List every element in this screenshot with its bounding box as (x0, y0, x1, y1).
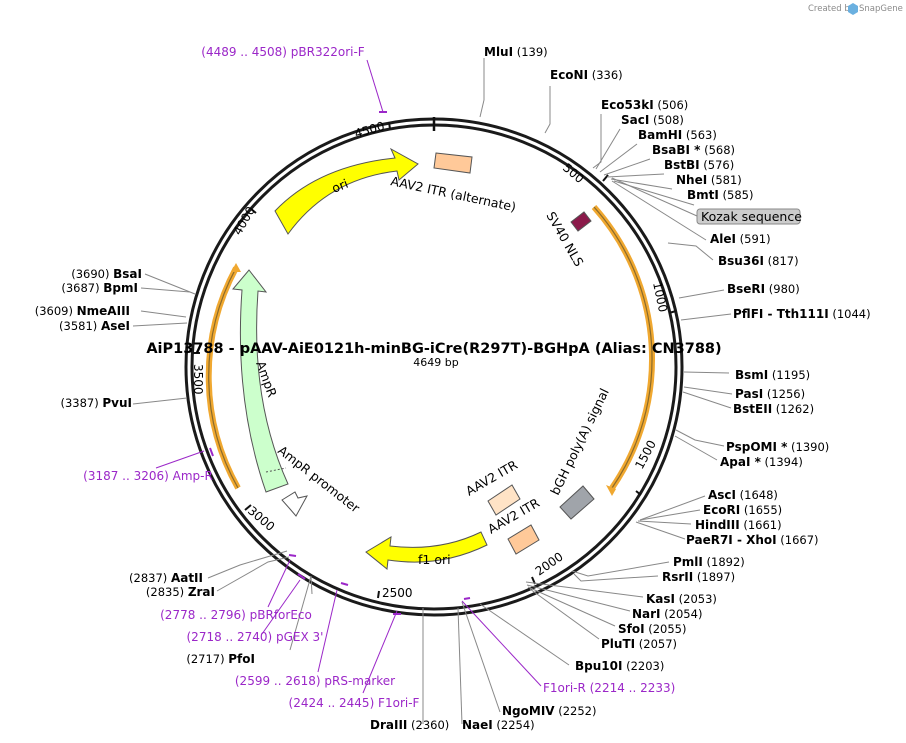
kozak-label: Kozak sequence (701, 209, 802, 224)
enzyme-site[interactable]: (3690) BsaI (71, 267, 142, 281)
itr2-feature (507, 524, 540, 555)
primer-site[interactable]: (2778 .. 2796) pBRforEco (160, 608, 312, 622)
primer-site[interactable]: F1ori-R (2214 .. 2233) (543, 681, 675, 695)
enzyme-site[interactable]: PasI (1256) (735, 387, 805, 401)
enzyme-site[interactable]: PaeR7I - XhoI (1667) (686, 533, 819, 547)
primer-labels: (4489 .. 4508) pBR322ori-F (3187 .. 3206)… (83, 45, 675, 710)
enzyme-leaders (132, 58, 733, 725)
plasmid-length: 4649 bp (413, 356, 458, 369)
tick-label-3500: 3500 (191, 364, 205, 395)
enhancer-arrowhead (231, 263, 241, 272)
primer-site[interactable]: (2599 .. 2618) pRS-marker (235, 674, 395, 688)
enzyme-site[interactable]: PspOMI * (1390) (726, 440, 829, 454)
enzyme-site[interactable]: (2835) ZraI (146, 585, 215, 599)
enhancer-line (208, 267, 239, 489)
enzyme-site[interactable]: EcoRI (1655) (703, 503, 782, 517)
enzyme-site[interactable]: NheI (581) (676, 173, 742, 187)
enzyme-site[interactable]: RsrII (1897) (662, 570, 735, 584)
primer-site[interactable]: (2424 .. 2445) F1ori-F (289, 696, 420, 710)
ori-label: ori (330, 176, 351, 196)
tick-label-2500: 2500 (382, 586, 413, 600)
tick-label-1000: 1000 (650, 281, 670, 314)
enzyme-site[interactable]: (3687) BpmI (61, 281, 138, 295)
snapgene-logo (848, 3, 858, 15)
bgh-feature (559, 485, 595, 520)
brand-text: SnapGene (859, 4, 903, 14)
enzyme-site[interactable]: HindIII (1661) (695, 518, 782, 532)
primer-marks (209, 111, 471, 615)
icre-arrowhead (606, 485, 616, 496)
f1-ori-feature (365, 531, 488, 570)
enzyme-site[interactable]: PflFI - Tth111I (1044) (733, 307, 871, 321)
itr-alt-feature (433, 152, 473, 174)
enzyme-site[interactable]: BstEII (1262) (733, 402, 814, 416)
enzyme-site[interactable]: PluTI (2057) (601, 637, 677, 651)
enzyme-site[interactable]: Bpu10I (2203) (575, 659, 664, 673)
enzyme-site[interactable]: KasI (2053) (646, 592, 717, 606)
enzyme-site[interactable]: SacI (508) (621, 113, 684, 127)
enzyme-site[interactable]: PmlI (1892) (673, 555, 745, 569)
itr1-feature (487, 484, 521, 516)
ampr-promoter-feature (281, 491, 308, 517)
enzyme-site[interactable]: Bsu36I (817) (718, 254, 799, 268)
primer-leaders (155, 59, 542, 694)
enzyme-site[interactable]: BsmI (1195) (735, 368, 810, 382)
sv40-feature (570, 211, 592, 232)
ampr-boundary (265, 467, 287, 473)
enzyme-site[interactable]: (2717) PfoI (186, 652, 255, 666)
enzyme-site[interactable]: AleI (591) (710, 232, 771, 246)
enzyme-site[interactable]: ApaI * (1394) (720, 455, 803, 469)
tick-label-3000: 3000 (245, 504, 277, 534)
itr-alt-label: AAV2 ITR (alternate) (389, 173, 517, 214)
kozak-box[interactable] (696, 208, 801, 225)
enzyme-site[interactable]: EcoNI (336) (550, 68, 623, 82)
enzyme-site[interactable]: NgoMIV (2252) (502, 704, 596, 718)
enzyme-site[interactable]: SfoI (2055) (618, 622, 686, 636)
bgh-label: bGH poly(A) signal (547, 386, 612, 497)
credit-text: Created by (808, 4, 855, 14)
enzyme-site[interactable]: BamHI (563) (638, 128, 717, 142)
tick-label-4500: 4500 (353, 119, 386, 141)
enzyme-site[interactable]: DraIII (2360) (370, 718, 449, 732)
enzyme-site[interactable]: (2837) AatII (129, 571, 203, 585)
enzyme-site[interactable]: (3581) AseI (59, 319, 130, 333)
enzyme-labels: MluI (139)EcoNI (336) Eco53kI (506)SacI (… (35, 45, 871, 732)
enzyme-site[interactable]: BsaBI * (568) (652, 143, 735, 157)
enzyme-site[interactable]: NaeI (2254) (462, 718, 535, 732)
enzyme-site[interactable]: AscI (1648) (708, 488, 778, 502)
enzyme-site[interactable]: (3609) NmeAIII (35, 304, 130, 318)
f1-ori-label: f1 ori (418, 552, 451, 567)
plasmid-title: AiP13788 - pAAV-AiE0121h-minBG-iCre(R297… (146, 341, 721, 357)
primer-site[interactable]: (4489 .. 4508) pBR322ori-F (201, 45, 365, 59)
enzyme-site[interactable]: BmtI (585) (687, 188, 753, 202)
enzyme-site[interactable]: NarI (2054) (632, 607, 702, 621)
icre-cds-line (593, 206, 653, 489)
enzyme-site[interactable]: MluI (139) (484, 45, 548, 59)
enzyme-site[interactable]: (3387) PvuI (60, 396, 132, 410)
enzyme-site[interactable]: Eco53kI (506) (601, 98, 688, 112)
enzyme-site[interactable]: BstBI (576) (664, 158, 734, 172)
ampr-feature (232, 269, 289, 493)
ori-feature (274, 147, 419, 235)
enzyme-site[interactable]: BseRI (980) (727, 282, 800, 296)
primer-site[interactable]: (3187 .. 3206) Amp-R (83, 469, 213, 483)
primer-site[interactable]: (2718 .. 2740) pGEX 3' (187, 630, 324, 644)
